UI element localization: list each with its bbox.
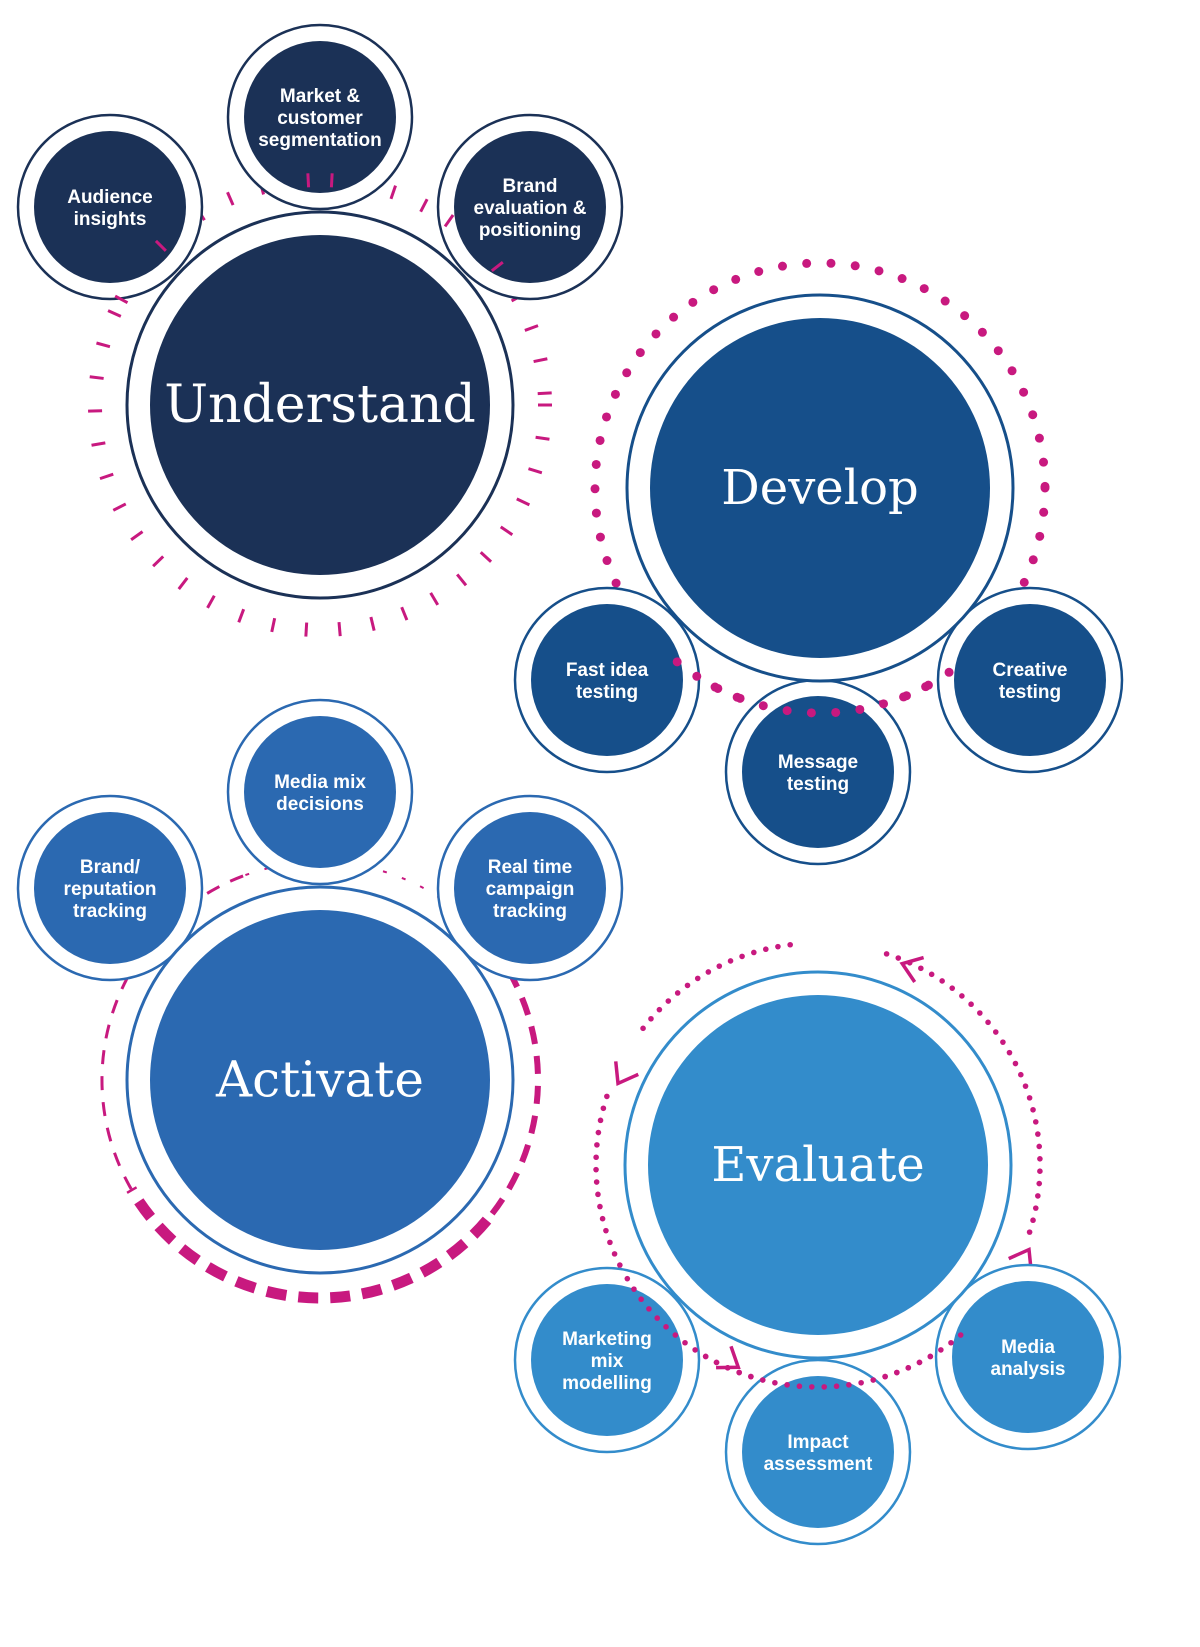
activate-main-circle: Activate: [125, 885, 515, 1275]
evaluate-arrow-left: [614, 1061, 639, 1087]
understand-item-2-line-1: evaluation &: [474, 198, 587, 219]
activate-item-1-line-1: decisions: [276, 794, 364, 815]
evaluate-item-0-line-2: modelling: [562, 1373, 652, 1394]
evaluate-item-1-line-0: Impact: [787, 1432, 849, 1453]
understand-item-0-line-1: insights: [74, 209, 147, 230]
activate-item-2-line-1: campaign: [486, 879, 575, 900]
understand-item-0-line-0: Audience: [67, 187, 153, 208]
evaluate-dot-overlay: [624, 1275, 964, 1390]
activate-item-2-line-0: Real time: [488, 857, 572, 878]
evaluate-dot-overlay-arc: [624, 1275, 964, 1390]
develop-item-0-line-0: Fast idea: [566, 660, 649, 681]
activate-item-0-line-1: reputation: [64, 879, 157, 900]
evaluate-item-0-line-0: Marketing: [562, 1329, 652, 1350]
evaluate-arrow-bottom: [716, 1345, 741, 1370]
develop-title: Develop: [721, 460, 918, 516]
develop-main-circle: Develop: [625, 293, 1015, 683]
evaluate-item-2-line-0: Media: [1001, 1337, 1055, 1358]
evaluate-main-circle: Evaluate: [623, 970, 1013, 1360]
evaluate-dot-arc-a: [593, 1093, 629, 1279]
develop-item-1-line-1: testing: [787, 774, 849, 795]
evaluate-item-0-line-1: mix: [591, 1351, 624, 1372]
understand-item-2-line-2: positioning: [479, 220, 581, 241]
activate-item-0-line-0: Brand/: [80, 857, 141, 878]
understand-item-1-line-2: segmentation: [258, 130, 382, 151]
understand-item-1-line-1: customer: [277, 108, 363, 129]
evaluate-dot-arc-c: [883, 951, 1043, 1235]
develop-item-2-line-1: testing: [999, 682, 1061, 703]
understand-item-1-line-0: Market &: [280, 86, 361, 107]
activate-item-1-line-0: Media mix: [274, 772, 366, 793]
understand-title: Understand: [164, 375, 476, 435]
develop-item-1-line-0: Message: [778, 752, 858, 773]
understand-item-2-line-0: Brand: [503, 176, 558, 197]
develop-item-0-line-1: testing: [576, 682, 638, 703]
activate-title: Activate: [215, 1051, 424, 1109]
develop-dot-overlay-arc: [672, 657, 954, 718]
evaluate-arrow-top: [899, 955, 925, 983]
understand-tick-overlay: [114, 173, 504, 304]
understand-main-circle: Understand: [125, 210, 515, 600]
activate-item-0-line-2: tracking: [73, 901, 147, 922]
evaluate-item-2-line-1: analysis: [991, 1359, 1066, 1380]
develop-dot-overlay: [672, 657, 954, 718]
develop-item-2-line-0: Creative: [993, 660, 1068, 681]
evaluate-item-1-line-1: assessment: [764, 1454, 873, 1475]
evaluate-title: Evaluate: [711, 1137, 924, 1193]
activate-item-2-line-2: tracking: [493, 901, 567, 922]
evaluate-dot-arc-b: [640, 941, 793, 1032]
